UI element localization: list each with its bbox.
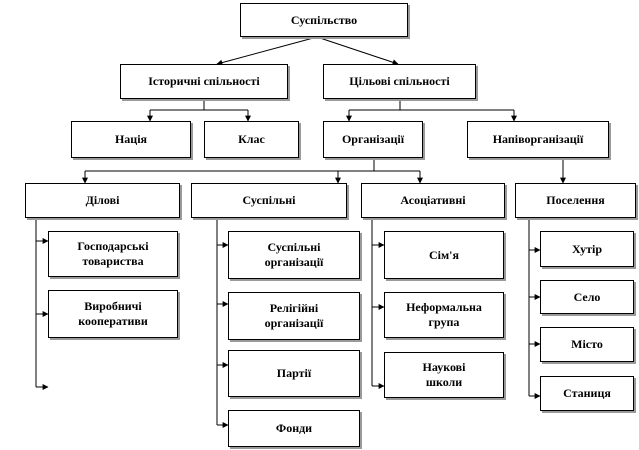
public-item-parties: Партії bbox=[228, 350, 360, 397]
settlement-item-stanytsia: Станиця bbox=[540, 376, 634, 411]
root-node: Суспільство bbox=[240, 3, 408, 37]
associative-item-informal-group: Неформальна група bbox=[384, 292, 504, 338]
class-node: Клас bbox=[204, 121, 299, 158]
business-item-production-cooperatives: Виробничі кооперативи bbox=[48, 290, 178, 338]
historical-communities-node: Історичні спільності bbox=[120, 64, 288, 99]
associative-item-family: Сім'я bbox=[384, 231, 504, 279]
associative-node: Асоціативні bbox=[361, 183, 505, 218]
target-communities-node: Цільові спільності bbox=[323, 64, 476, 99]
organizations-node: Організації bbox=[323, 121, 423, 158]
settlement-item-city: Місто bbox=[540, 327, 634, 362]
settlements-node: Поселення bbox=[515, 183, 636, 218]
public-node: Суспільні bbox=[191, 183, 347, 218]
public-item-religious-organizations: Релігійні організації bbox=[228, 292, 360, 340]
associative-item-scientific-schools: Наукові школи bbox=[384, 352, 504, 398]
nation-node: Нація bbox=[71, 121, 191, 158]
business-node: Ділові bbox=[25, 183, 180, 218]
public-item-funds: Фонди bbox=[228, 410, 360, 447]
public-item-public-organizations: Суспільні організації bbox=[228, 231, 360, 279]
settlement-item-khutir: Хутір bbox=[540, 231, 634, 267]
quasi-organizations-node: Напіворганізації bbox=[467, 121, 609, 158]
business-item-commercial-partnerships: Господарські товариства bbox=[48, 231, 178, 277]
settlement-item-village: Село bbox=[540, 280, 634, 314]
